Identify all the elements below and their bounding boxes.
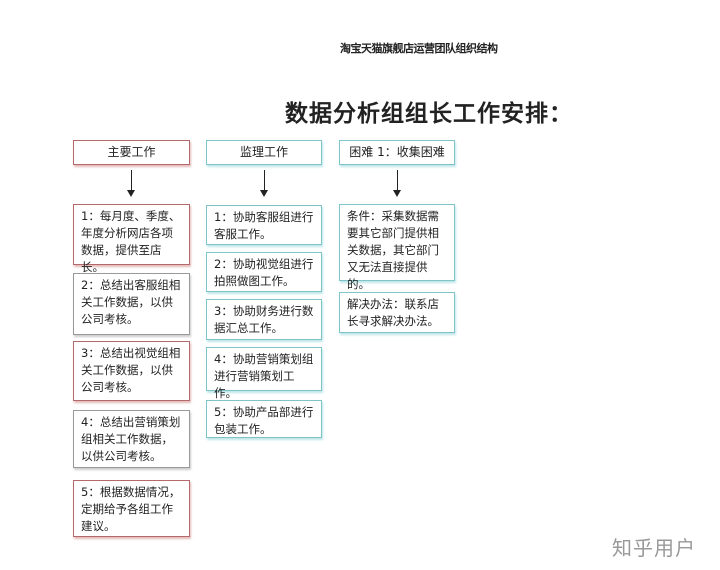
difficulty-solution: 解决办法：联系店长寻求解决办法。: [339, 292, 455, 333]
supervision-item: 1：协助客服组进行客服工作。: [206, 205, 322, 245]
section-title: 数据分析组组长工作安排：: [285, 100, 573, 127]
header-main-work: 主要工作: [73, 140, 190, 165]
main-work-item: 4：总结出营销策划组相关工作数据，以供公司考核。: [73, 410, 190, 468]
difficulty-condition: 条件：采集数据需要其它部门提供相关数据，其它部门又无法直接提供的。: [339, 204, 455, 291]
arrow-down-icon: [127, 170, 135, 197]
header-difficulty: 困难 1：收集困难: [339, 140, 455, 165]
supervision-item: 2：协助视觉组进行拍照做图工作。: [206, 252, 322, 292]
document-title: 淘宝天猫旗舰店运营团队组织结构: [340, 42, 498, 55]
main-work-item: 2：总结出客服组相关工作数据，以供公司考核。: [73, 273, 190, 335]
supervision-item: 3：协助财务进行数据汇总工作。: [206, 299, 322, 340]
supervision-item: 5：协助产品部进行包装工作。: [206, 400, 322, 438]
arrow-down-icon: [260, 170, 268, 197]
header-supervision-work: 监理工作: [206, 140, 322, 165]
main-work-item: 5：根据数据情况，定期给予各组工作建议。: [73, 480, 190, 537]
watermark: 知乎用户: [612, 536, 696, 560]
main-work-item: 3：总结出视觉组相关工作数据，以供公司考核。: [73, 341, 190, 401]
supervision-item: 4：协助营销策划组进行营销策划工作。: [206, 347, 322, 400]
main-work-item: 1：每月度、季度、年度分析网店各项数据，提供至店长。: [73, 204, 190, 274]
arrow-down-icon: [393, 170, 401, 197]
